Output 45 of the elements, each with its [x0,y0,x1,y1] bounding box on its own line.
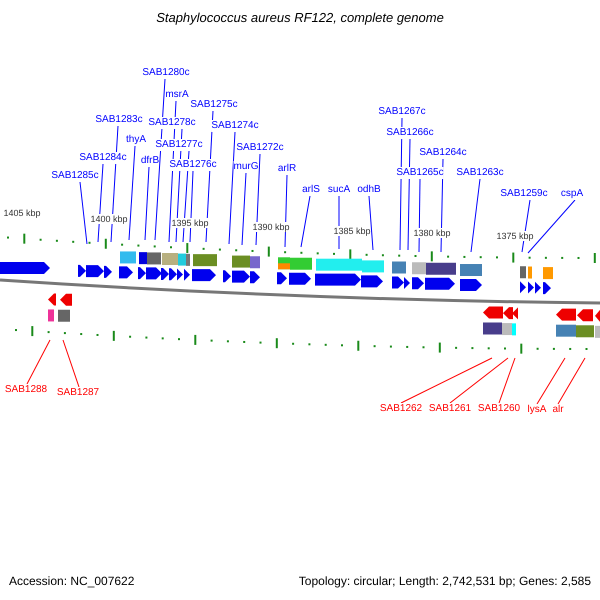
gene-label: SAB1259c [500,188,548,200]
leader-line [300,196,310,248]
accession-text: Accession: NC_007622 [9,574,134,588]
leader-line [498,358,516,404]
leader-line [26,340,50,384]
gene-label: SAB1284c [79,152,127,164]
leader-line [144,166,150,240]
gene-label: SAB1277c [155,139,203,151]
leader-line [242,172,246,246]
leader-line [470,178,480,252]
leader-line [528,200,576,254]
leader-line [128,146,136,240]
leader-line [190,170,194,242]
gene-label: lysA [528,404,546,416]
title: Staphylococcus aureus RF122, complete genome [155,10,445,25]
leader-line [368,196,374,250]
scale-label: 1400 kbp [90,214,128,224]
leader-line [98,164,104,242]
leader-line [450,358,508,404]
scale-label: 1380 kbp [413,228,451,238]
scale-label: 1405 kbp [3,208,41,218]
leader-line [284,174,288,248]
gene-label: SAB1278c [148,117,196,129]
leader-line [408,138,410,250]
scale-label: 1375 kbp [496,231,534,241]
gene-label: SAB1266c [386,127,434,139]
leader-line [62,340,80,388]
leader-line [256,154,260,246]
leader-line [536,358,566,404]
leader-line [154,78,166,240]
scale-label: 1390 kbp [252,222,290,232]
leader-line [418,178,420,252]
gene-label: SAB1276c [169,159,217,171]
gene-label: arlS [302,184,320,196]
gene-label: thyA [126,134,146,146]
gene-label: cspA [560,188,584,200]
gene-label: SAB1265c [396,167,444,179]
leader-line [80,182,88,244]
gene-label: SAB1274c [211,120,259,132]
leader-line [400,358,492,404]
leader-line [558,358,586,404]
genome-stats-text: Topology: circular; Length: 2,742,531 bp; Genes: 2,585 [298,574,591,588]
scale-label: 1385 kbp [333,226,371,236]
leader-line [228,132,236,244]
scale-label: 1395 kbp [171,218,209,228]
